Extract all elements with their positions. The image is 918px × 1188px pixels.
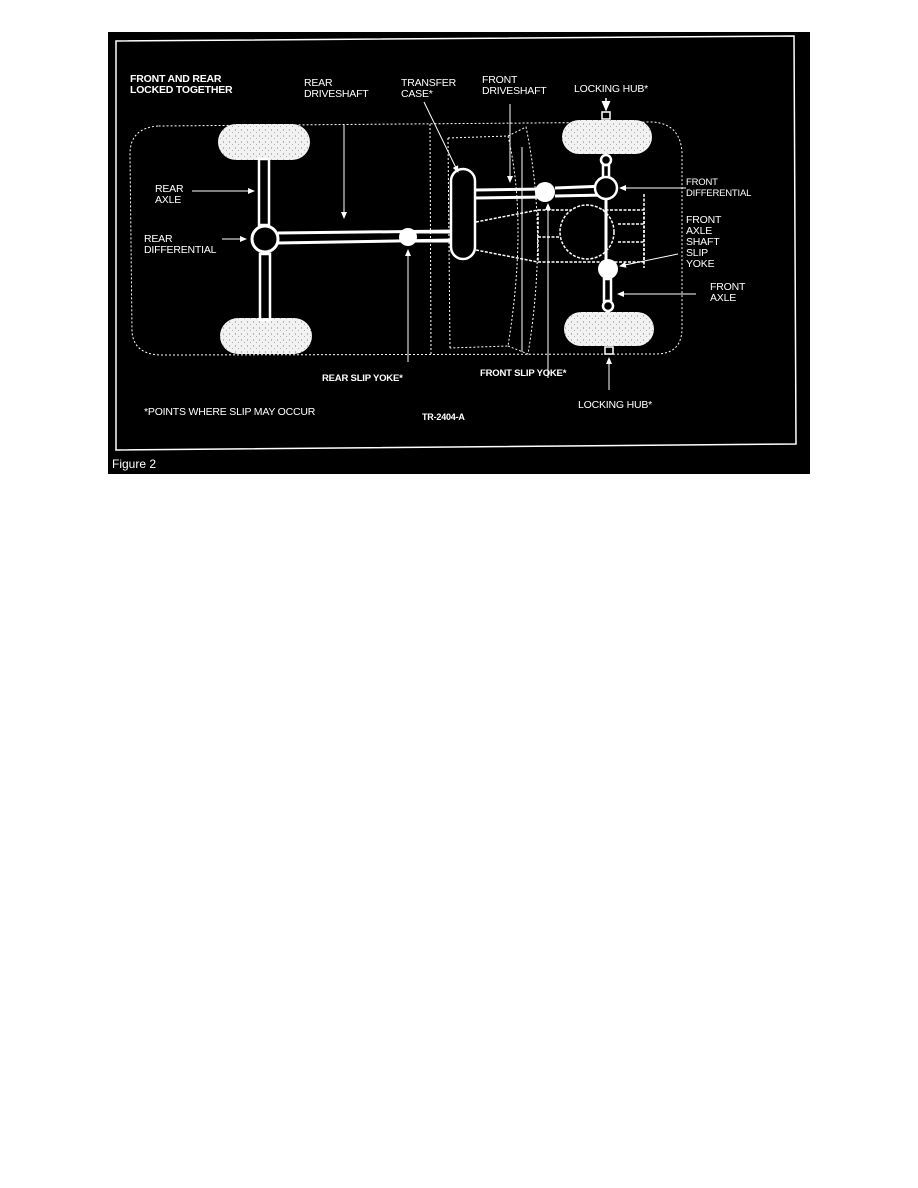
label-front-axle-shaft-slip-yoke: FRONT AXLE SHAFT SLIP YOKE [686,214,722,270]
front-wheel-top [562,120,652,154]
engine [559,204,615,260]
front-slip-yoke [535,182,555,202]
locking-hub-bottom-marker [604,346,614,355]
front-differential [593,175,619,201]
label-locking-hub-top: LOCKING HUB* [574,83,649,95]
label-locking-hub-bottom: LOCKING HUB* [578,399,653,411]
rear-slip-yoke [399,228,417,246]
label-front-differential: FRONT DIFFERENTIAL [686,177,752,199]
front-axle-shaft-slip-yoke [598,259,618,279]
label-rear-axle: REAR AXLE [155,183,184,206]
diagram-title: FRONT AND REAR LOCKED TOGETHER [130,73,233,96]
vehicle-outline [129,121,683,356]
label-rear-slip-yoke: REAR SLIP YOKE* [322,373,403,384]
label-transfer-case: TRANSFER CASE* [401,77,456,100]
label-rear-driveshaft: REAR DRIVESHAFT [304,77,369,100]
label-front-axle: FRONT AXLE [710,281,746,304]
drivetrain-figure: FRONT AND REAR LOCKED TOGETHER REAR DRIV… [108,32,810,474]
rear-wheel-top [218,124,310,160]
frame-border [115,35,797,451]
label-front-slip-yoke: FRONT SLIP YOKE* [480,368,567,379]
drivetrain-diagram [115,35,797,451]
rear-wheel-bottom [220,318,312,354]
figure-caption: Figure 2 [112,457,157,471]
rear-differential [250,224,280,254]
transfer-case [449,167,477,261]
front-wheel-bottom [564,312,654,346]
reference-code: TR-2404-A [422,412,465,422]
label-rear-differential: REAR DIFFERENTIAL [144,233,217,256]
footnote: *POINTS WHERE SLIP MAY OCCUR [144,406,316,418]
locking-hub-top-marker [601,111,611,120]
label-front-driveshaft: FRONT DRIVESHAFT [482,74,547,97]
